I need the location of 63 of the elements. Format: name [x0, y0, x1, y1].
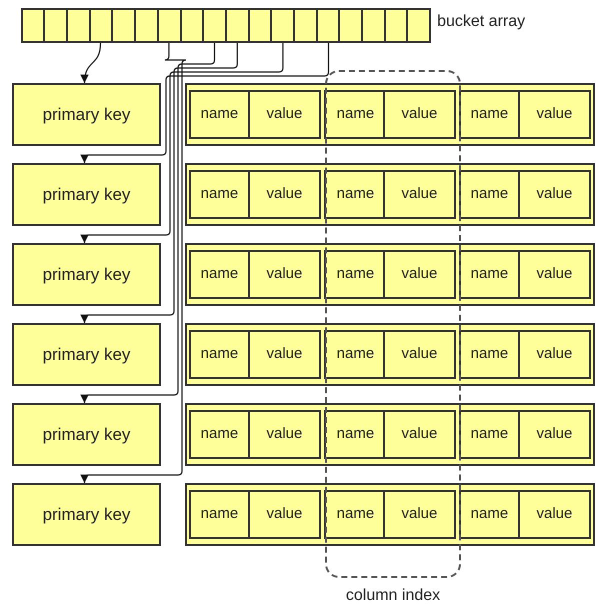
pointer-arrow: [80, 43, 330, 163]
cell-text: name: [200, 424, 238, 444]
cell-text: name: [336, 104, 374, 124]
key-label: primary key: [42, 504, 130, 526]
pointer-arrow: [80, 43, 238, 323]
primary-key-box: [12, 83, 161, 146]
cell-text: name: [470, 104, 508, 124]
cell-text: name: [470, 344, 508, 364]
key-label: primary key: [42, 184, 130, 206]
cell-text: value: [536, 424, 572, 444]
cell-text: value: [402, 104, 438, 124]
cell-text: value: [266, 504, 302, 524]
pointer-arrow: [80, 42, 102, 84]
key-label: primary key: [42, 344, 130, 366]
key-label: primary key: [42, 424, 130, 446]
key-label: primary key: [42, 104, 130, 126]
cell-text: name: [336, 344, 374, 364]
record-row: [185, 83, 595, 146]
bucket-array-bar: [20, 8, 432, 43]
cell-text: name: [200, 264, 238, 284]
cell-text: value: [266, 344, 302, 364]
cell-text: value: [536, 184, 572, 204]
primary-key-box: [12, 483, 161, 546]
record-row: [185, 483, 595, 546]
primary-key-box: [12, 323, 161, 386]
cell-text: name: [336, 424, 374, 444]
key-label: primary key: [42, 264, 130, 286]
cell-text: name: [336, 184, 374, 204]
pointer-arrow: [80, 43, 187, 484]
cell-text: value: [536, 504, 572, 524]
cell-text: value: [402, 264, 438, 284]
cell-text: value: [402, 344, 438, 364]
cell-text: value: [536, 344, 572, 364]
cell-text: name: [200, 104, 238, 124]
cell-text: name: [470, 264, 508, 284]
bucket-array-label: bucket array: [437, 13, 526, 30]
cell-text: name: [200, 504, 238, 524]
cell-text: value: [536, 104, 572, 124]
primary-key-box: [12, 403, 161, 466]
record-row: [185, 403, 595, 466]
primary-key-box: [12, 163, 161, 226]
record-row: [185, 163, 595, 226]
pointer-arrow: [80, 43, 216, 404]
cell-text: value: [266, 264, 302, 284]
cell-text: value: [266, 424, 302, 444]
cell-text: name: [336, 264, 374, 284]
primary-key-box: [12, 243, 161, 306]
cell-text: name: [336, 504, 374, 524]
record-row: [185, 243, 595, 306]
cell-text: value: [402, 504, 438, 524]
column-index-label: column index: [346, 587, 440, 604]
cell-text: value: [536, 264, 572, 284]
cell-text: value: [266, 104, 302, 124]
record-row: [185, 323, 595, 386]
cell-text: name: [200, 184, 238, 204]
cell-text: value: [402, 184, 438, 204]
cell-text: name: [200, 344, 238, 364]
cell-text: value: [266, 184, 302, 204]
cell-text: name: [470, 184, 508, 204]
pointer-arrow: [80, 43, 284, 243]
cell-text: name: [470, 504, 508, 524]
cell-text: value: [402, 424, 438, 444]
cell-text: name: [470, 424, 508, 444]
